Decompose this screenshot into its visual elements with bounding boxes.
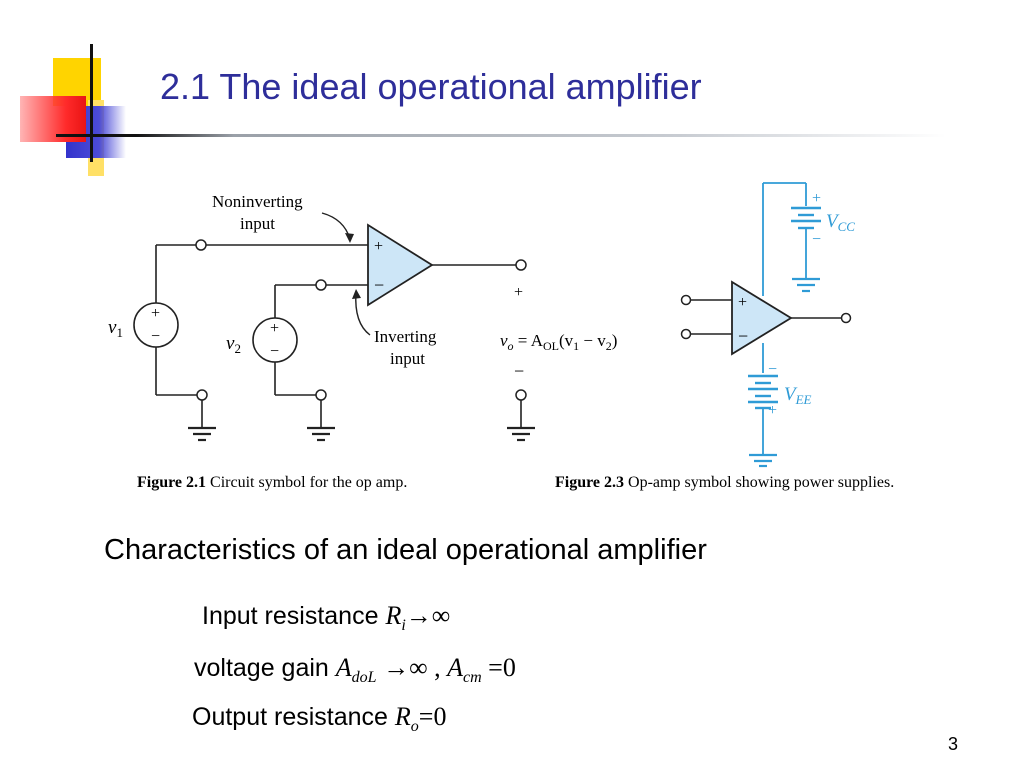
figure-2-3-caption: Figure 2.3 Op-amp symbol showing power s… xyxy=(555,474,895,491)
title-underline xyxy=(56,134,946,137)
svg-text:v2: v2 xyxy=(226,333,241,356)
svg-text:−: − xyxy=(738,326,748,346)
v2-source xyxy=(252,317,298,363)
svg-text:input: input xyxy=(390,349,425,368)
voltage-gain-item: voltage gain AdoL →∞ , Acm =0 xyxy=(194,653,516,687)
ground-icon xyxy=(188,426,535,442)
inverting-label: Inverting xyxy=(374,327,437,346)
opamp-plus-label: + xyxy=(374,238,383,255)
svg-text:−: − xyxy=(812,231,821,248)
vee-label: VEE xyxy=(784,384,812,407)
svg-text:+: + xyxy=(812,190,821,207)
output-resistance-item: Output resistance Ro=0 xyxy=(192,702,447,736)
svg-text:+: + xyxy=(514,284,523,301)
svg-text:v1: v1 xyxy=(108,317,123,340)
svg-text:−: − xyxy=(768,361,777,378)
input-resistance-item: Input resistance Ri→∞ xyxy=(202,601,451,635)
characteristics-heading: Characteristics of an ideal operational … xyxy=(104,534,707,566)
figure-2-3-circuit: + − + − VCC − + VEE xyxy=(680,182,855,468)
opamp-triangle xyxy=(367,223,434,307)
svg-text:−: − xyxy=(151,328,160,345)
page-number: 3 xyxy=(948,734,959,754)
slide-title: 2.1 The ideal operational amplifier xyxy=(160,66,702,107)
figure-2-1-circuit: + − + − + − v1 v2 + − vo = AOL(v1 − v2) … xyxy=(108,192,617,442)
logo-vertical-line xyxy=(90,44,93,162)
opamp-minus-label: − xyxy=(374,275,384,295)
svg-text:−: − xyxy=(270,343,279,360)
vcc-label: VCC xyxy=(826,211,855,234)
svg-text:+: + xyxy=(738,294,747,311)
svg-text:+: + xyxy=(768,402,777,419)
svg-text:input: input xyxy=(240,214,275,233)
svg-text:+: + xyxy=(270,320,279,337)
figure-2-1-caption: Figure 2.1 Circuit symbol for the op amp… xyxy=(137,474,408,491)
output-equation: vo = AOL(v1 − v2) xyxy=(500,331,617,353)
opamp-triangle-supply xyxy=(731,280,793,356)
noninverting-label: Noninverting xyxy=(212,192,303,211)
svg-text:−: − xyxy=(514,361,524,381)
v1-source xyxy=(133,302,179,348)
svg-text:+: + xyxy=(151,305,160,322)
